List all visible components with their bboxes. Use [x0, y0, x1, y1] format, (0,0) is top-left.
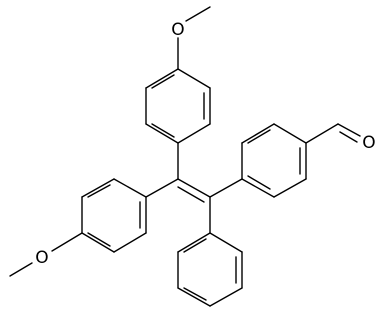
methoxy-group-left — [9, 232, 83, 277]
central-alkene — [145, 142, 243, 234]
atom-label-oxygen-left: O — [35, 248, 48, 268]
methoxyphenyl-ring-top — [145, 68, 211, 144]
phenyl-ring-bottom — [177, 232, 243, 307]
methoxy-group-top — [177, 6, 211, 70]
atom-label-oxygen-top: O — [171, 20, 184, 40]
atom-label-oxygen-aldehyde: O — [362, 133, 375, 153]
methoxyphenyl-ring-left — [81, 178, 147, 253]
benzaldehyde-ring — [241, 123, 307, 198]
aldehyde-group — [305, 123, 361, 144]
